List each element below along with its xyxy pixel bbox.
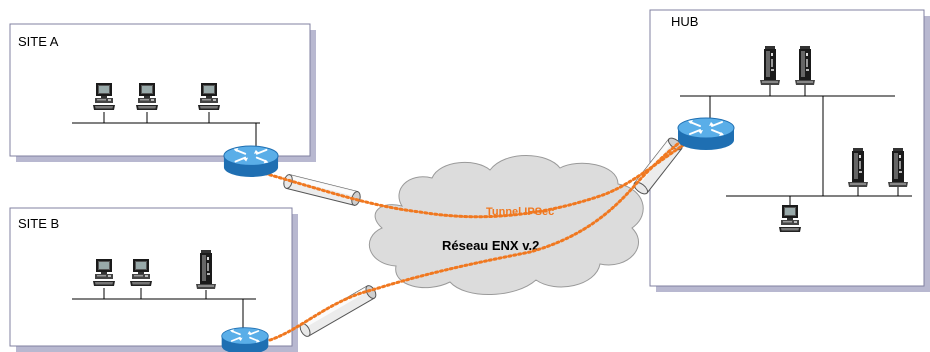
site-b-label: SITE B bbox=[18, 216, 59, 231]
site-a-box: SITE A bbox=[9, 23, 316, 162]
hub-box: HUB bbox=[649, 9, 930, 292]
site-a-label: SITE A bbox=[18, 34, 59, 49]
hub-label: HUB bbox=[671, 14, 698, 29]
site-a-lan bbox=[72, 112, 260, 150]
cloud-icon: Réseau ENX v.2 bbox=[369, 155, 644, 296]
site-b-lan bbox=[72, 288, 256, 330]
site-b-router-icon bbox=[220, 326, 270, 352]
tunnel-line-site-b bbox=[268, 132, 692, 342]
hub-lan bbox=[680, 84, 912, 206]
tunnel-lines bbox=[258, 132, 692, 342]
tunnel-label: Tunnel IPSec bbox=[486, 206, 554, 218]
hub-router-icon bbox=[677, 117, 735, 151]
site-a-router-icon bbox=[222, 145, 280, 178]
cloud-label: Réseau ENX v.2 bbox=[442, 238, 539, 253]
tunnel-line-site-a bbox=[258, 140, 690, 219]
